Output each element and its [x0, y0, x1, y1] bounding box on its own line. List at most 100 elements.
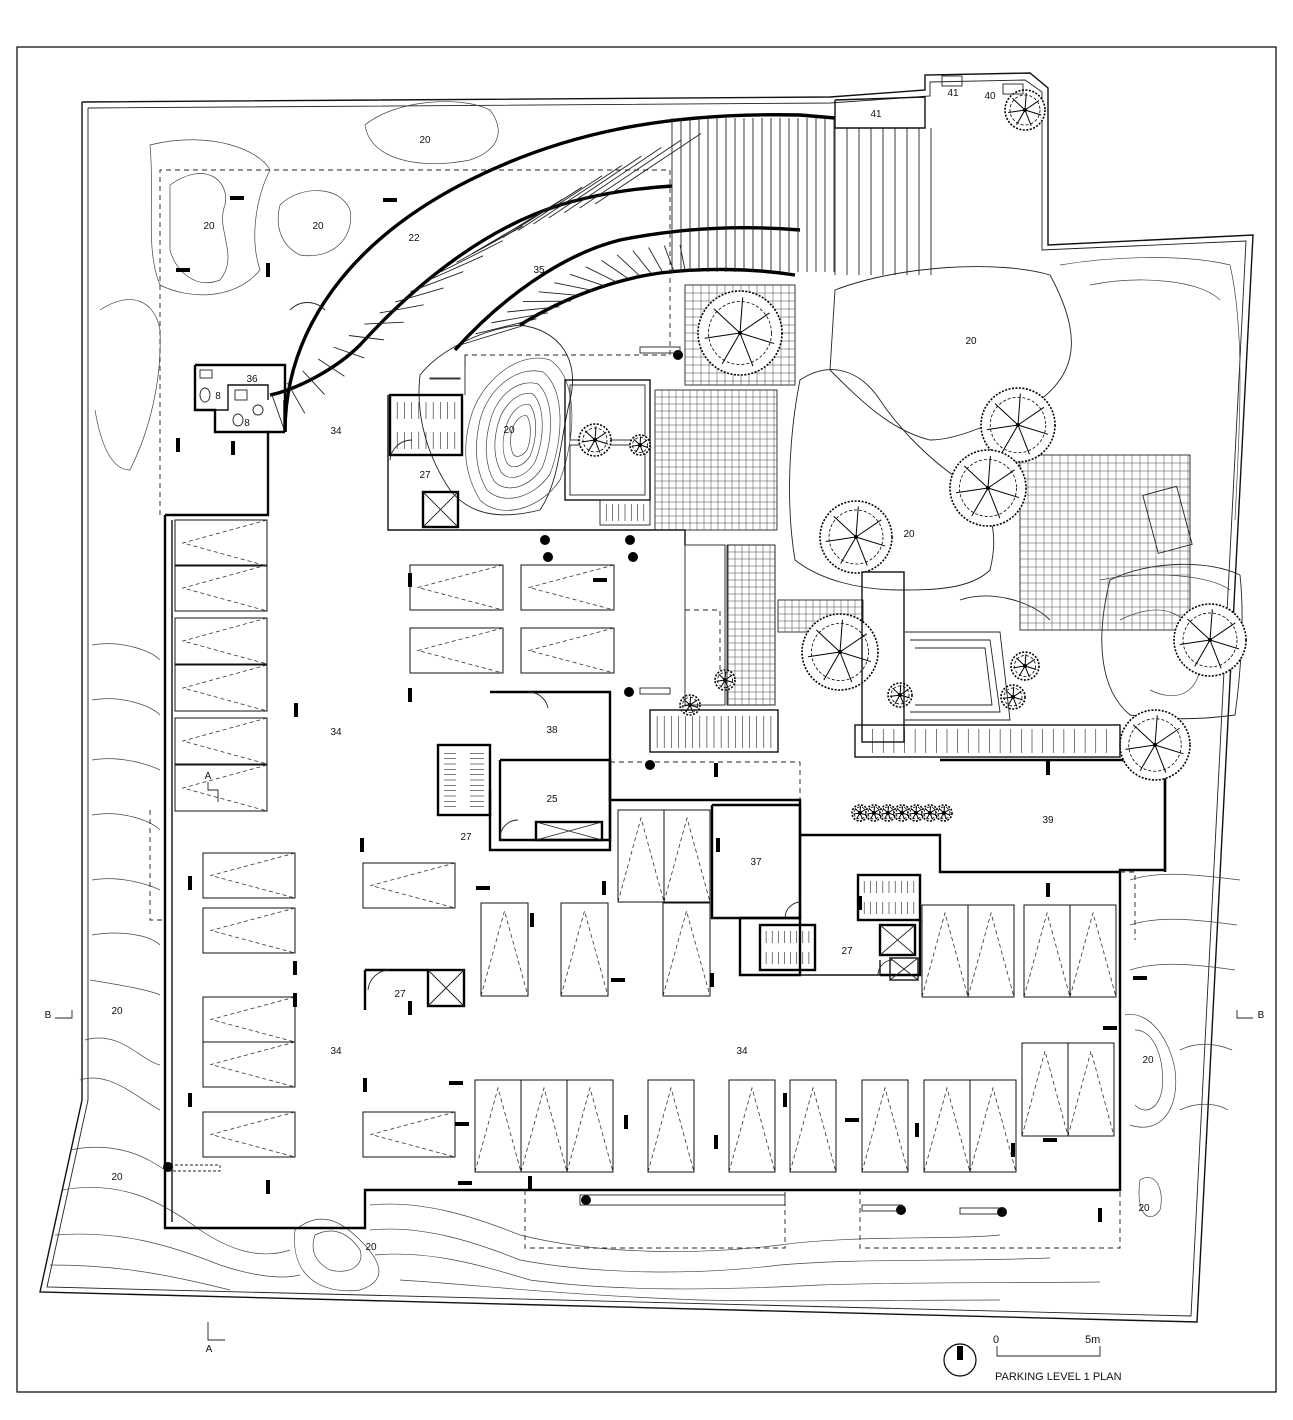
tree-symbol: [1119, 709, 1191, 781]
label-room-40: 40: [984, 91, 996, 102]
label-room-25: 25: [546, 794, 558, 805]
section-mark-a: A: [206, 1344, 213, 1355]
structural-column: [528, 1176, 532, 1190]
structural-column: [602, 881, 606, 895]
label-room-41: 41: [947, 88, 959, 99]
tree-symbol: [578, 423, 612, 457]
parking-bay: [1069, 904, 1117, 998]
label-room-38: 38: [546, 725, 558, 736]
structural-column: [408, 1001, 412, 1015]
tree-symbol: [629, 434, 651, 456]
structural-column: [1046, 761, 1050, 775]
site-contours: [49, 101, 1241, 1302]
tree-symbol: [980, 387, 1056, 463]
label-area-20: 20: [965, 336, 977, 347]
structural-column: [1043, 1138, 1057, 1142]
label-wc-8: 8: [215, 391, 221, 402]
parking-bay: [174, 764, 268, 812]
north-arrow: [943, 1343, 977, 1377]
scale-end-label: 5m: [1085, 1334, 1100, 1346]
parking-bay: [202, 1041, 296, 1088]
label-wc-8: 8: [244, 418, 250, 429]
scale-bar: 0 5m: [993, 1334, 1101, 1357]
parking-bay: [174, 617, 268, 665]
structural-column: [476, 886, 490, 890]
structural-column: [266, 263, 270, 277]
structural-column: [449, 1081, 463, 1085]
structural-column: [530, 913, 534, 927]
structural-column: [266, 1180, 270, 1194]
label-lobby-27: 27: [460, 832, 472, 843]
parking-bay: [202, 907, 296, 954]
structural-column: [294, 703, 298, 717]
parking-bay: [662, 902, 711, 997]
parking-bay: [409, 627, 504, 674]
round-column: [540, 535, 550, 545]
paving-grids: [654, 284, 1191, 706]
label-area-20: 20: [419, 135, 431, 146]
tree-symbol: [1004, 89, 1046, 131]
section-mark-b: B: [1258, 1010, 1265, 1021]
ramp-hatching: [271, 118, 932, 433]
parking-bay: [560, 902, 609, 997]
parking-bay: [520, 1079, 568, 1173]
structural-column: [624, 1115, 628, 1129]
label-room-36: 36: [246, 374, 258, 385]
label-room-41: 41: [870, 109, 882, 120]
parking-bay: [174, 519, 268, 567]
structural-column: [408, 573, 412, 587]
parking-bay: [789, 1079, 837, 1173]
site-boundary: [39, 72, 1254, 1323]
structural-column: [383, 198, 397, 202]
section-marks: A A B B: [45, 771, 1265, 1355]
label-room-39: 39: [1042, 815, 1054, 826]
label-area-20: 20: [903, 529, 915, 540]
tree-symbol: [1173, 603, 1247, 677]
room-labels: 20 20 20 20 20 20 20 20 20 20 20 22 35 3…: [111, 88, 1154, 1253]
structural-column: [714, 763, 718, 777]
structural-column: [783, 1093, 787, 1107]
planting-areas: [418, 266, 1243, 720]
tree-symbol: [935, 804, 953, 822]
round-column: [997, 1207, 1007, 1217]
structural-column: [455, 1122, 469, 1126]
structural-column: [710, 973, 714, 987]
tree-symbol: [887, 682, 913, 708]
tree-symbol: [801, 613, 879, 691]
structural-column: [593, 578, 607, 582]
paving-grid: [654, 389, 778, 531]
label-parking-34: 34: [330, 727, 342, 738]
sheet-frame: [16, 46, 1277, 1393]
curved-ramp-35: [453, 225, 801, 352]
parking-bay: [202, 852, 296, 899]
parking-bay: [202, 996, 296, 1043]
parking-bay: [1067, 1042, 1115, 1137]
round-column: [581, 1195, 591, 1205]
structural-column: [231, 441, 235, 455]
structural-column: [408, 688, 412, 702]
parking-bay: [174, 664, 268, 712]
label-area-20: 20: [365, 1242, 377, 1253]
label-area-20: 20: [1142, 1055, 1154, 1066]
parking-bay: [967, 904, 1015, 998]
structural-column: [293, 993, 297, 1007]
label-area-20: 20: [312, 221, 324, 232]
parking-bay: [202, 1111, 296, 1158]
structural-column: [176, 268, 190, 272]
section-mark-b: B: [45, 1010, 52, 1021]
toilet-fixtures: [199, 369, 264, 427]
parking-bay: [174, 564, 268, 612]
structural-column: [716, 838, 720, 852]
structural-column: [1098, 1208, 1102, 1222]
label-lobby-27: 27: [419, 470, 431, 481]
parking-bay: [1021, 1042, 1069, 1137]
structural-columns: [163, 196, 1147, 1222]
structural-column: [915, 1123, 919, 1137]
round-column: [625, 535, 635, 545]
structural-column: [1133, 976, 1147, 980]
label-area-20: 20: [203, 221, 215, 232]
label-area-20: 20: [1138, 1203, 1150, 1214]
label-parking-34: 34: [736, 1046, 748, 1057]
parking-bay: [174, 717, 268, 765]
